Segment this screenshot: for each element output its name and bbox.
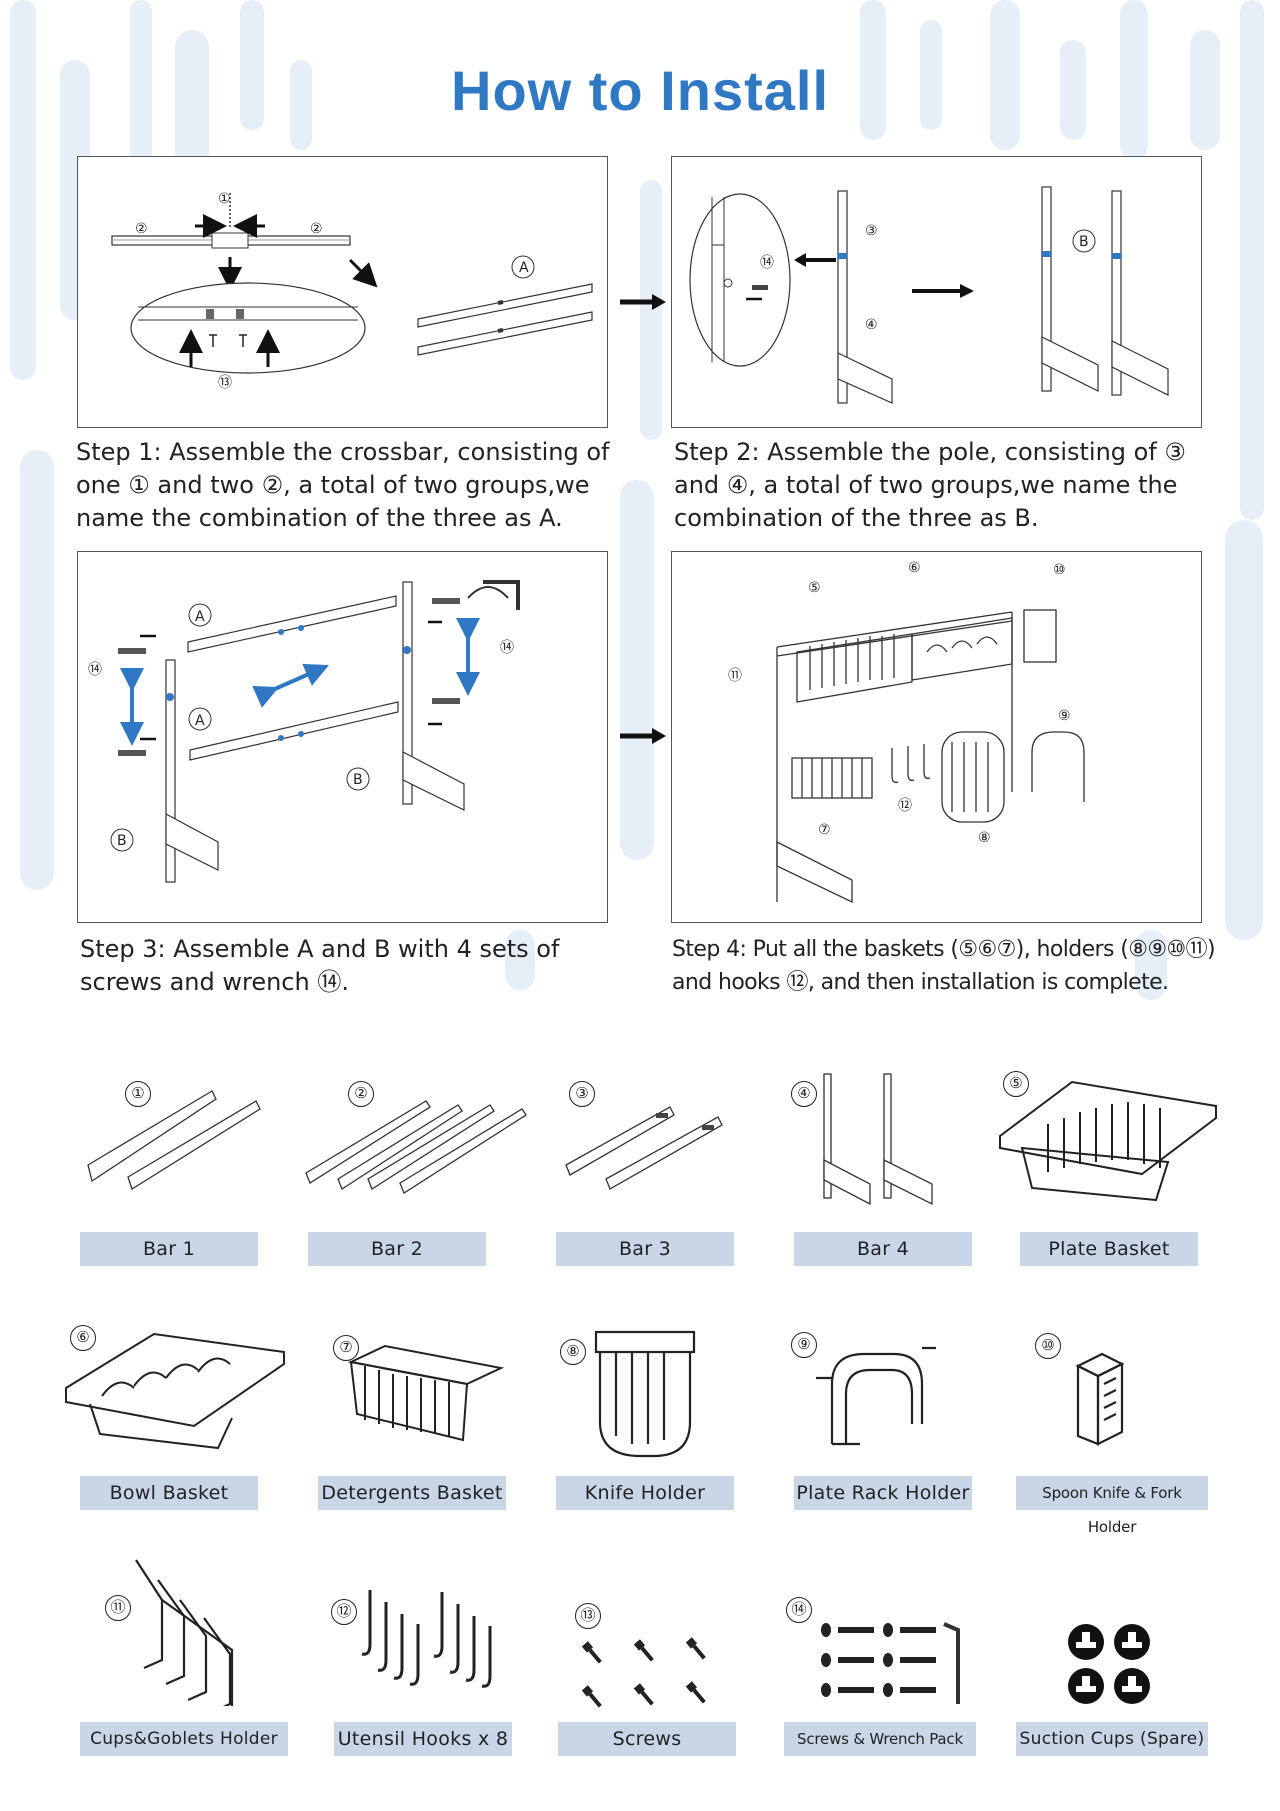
label-n13: ⑬ [218, 375, 232, 391]
part-label-utensil-hooks: Utensil Hooks x 8 [334, 1722, 512, 1756]
part-label-bar-2: Bar 2 [308, 1232, 486, 1266]
label-n4: ④ [865, 317, 878, 333]
part-number: ⑥ [70, 1325, 96, 1351]
label-n11: ⑪ [728, 668, 742, 684]
step3-diagram: A A ⑭ ⑭ B B [77, 551, 608, 923]
screws-wrench-pack-icon [821, 1622, 960, 1704]
page-title: How to Install [451, 59, 829, 122]
label-n6: ⑥ [908, 560, 921, 576]
part-number: ⑭ [786, 1597, 812, 1623]
label-n8: ⑧ [978, 830, 991, 846]
part-number: ⑫ [331, 1599, 357, 1625]
label-n5: ⑤ [808, 580, 821, 596]
label-a-top: A [195, 609, 205, 625]
plate-rack-holder-icon [816, 1346, 936, 1446]
label-n14-left: ⑭ [88, 662, 102, 678]
step3-text: Step 3: Assemble A and B with 4 sets of … [80, 935, 560, 996]
label-n7: ⑦ [818, 822, 831, 838]
part-label-bar-4: Bar 4 [794, 1232, 972, 1266]
label-n10: ⑩ [1053, 562, 1066, 578]
arrow-right-icon [620, 294, 666, 310]
part-label-detergents-basket: Detergents Basket [318, 1476, 506, 1510]
part-label-cups-holder: Cups&Goblets Holder [80, 1722, 288, 1756]
part-label-screws: Screws [558, 1722, 736, 1756]
part-label-knife-holder: Knife Holder [556, 1476, 734, 1510]
label-n14-right: ⑭ [500, 640, 514, 656]
part-number: ④ [791, 1081, 817, 1107]
part-number: ② [348, 1081, 374, 1107]
step2-text: Step 2: Assemble the pole, consisting of… [674, 438, 1186, 532]
step1-diagram: ① ② ② ⑬ A [77, 156, 608, 428]
part-number: ⑦ [333, 1335, 359, 1361]
step4-diagram: ⑤ ⑥ ⑩ ⑪ ⑨ ⑦ ⑫ ⑧ [671, 551, 1202, 923]
label-n3: ③ [865, 223, 878, 239]
step4-text: Step 4: Put all the baskets (⑤⑥⑦), holde… [672, 937, 1216, 995]
bar-4-icon [823, 1073, 933, 1206]
part-number: ⑪ [105, 1595, 131, 1621]
bar-2-icon [305, 1100, 527, 1194]
label-n1: ① [218, 191, 231, 207]
part-number: ⑨ [791, 1332, 817, 1358]
label-n2-right: ② [310, 221, 323, 237]
part-label-spoon-holder: Spoon Knife & Fork Holder [1016, 1476, 1208, 1536]
label-a: A [519, 260, 529, 276]
plate-basket-icon [999, 1080, 1217, 1202]
spoon-holder-icon [1075, 1352, 1125, 1446]
label-n14-step2: ⑭ [760, 255, 774, 271]
cups-holder-icon [135, 1559, 234, 1706]
label-a-bottom: A [195, 713, 205, 729]
part-label-bar-3: Bar 3 [556, 1232, 734, 1266]
detergents-basket-icon [347, 1344, 505, 1442]
label-n12: ⑫ [898, 798, 912, 814]
bar-1-icon [87, 1090, 261, 1190]
label-n9: ⑨ [1058, 708, 1071, 724]
bar-3-icon [565, 1106, 723, 1190]
knife-holder-icon [594, 1330, 696, 1458]
part-label-screws-wrench-pack: Screws & Wrench Pack [784, 1722, 976, 1756]
bowl-basket-icon [65, 1332, 285, 1450]
part-number: ⑤ [1003, 1071, 1029, 1097]
suction-cups-icon [1068, 1624, 1150, 1704]
screws-icon [581, 1637, 706, 1708]
label-n2-left: ② [135, 221, 148, 237]
part-label-bar-1: Bar 1 [80, 1232, 258, 1266]
label-b-step2: B [1079, 234, 1089, 250]
part-label-suction-cups: Suction Cups (Spare) [1016, 1722, 1208, 1756]
part-number: ⑩ [1035, 1333, 1061, 1359]
arrow-right-icon [620, 728, 666, 744]
utensil-hooks-icon [361, 1590, 492, 1688]
step1-text: Step 1: Assemble the crossbar, consistin… [76, 438, 610, 532]
label-b-right: B [353, 772, 363, 788]
step2-diagram: ⑭ ③ ④ B [671, 156, 1202, 428]
part-number: ① [125, 1081, 151, 1107]
part-label-bowl-basket: Bowl Basket [80, 1476, 258, 1510]
part-label-plate-rack-holder: Plate Rack Holder [794, 1476, 972, 1510]
part-label-plate-basket: Plate Basket [1020, 1232, 1198, 1266]
part-number: ⑧ [560, 1339, 586, 1365]
label-b-left: B [117, 833, 127, 849]
part-number: ⑬ [575, 1603, 601, 1629]
part-number: ③ [569, 1081, 595, 1107]
